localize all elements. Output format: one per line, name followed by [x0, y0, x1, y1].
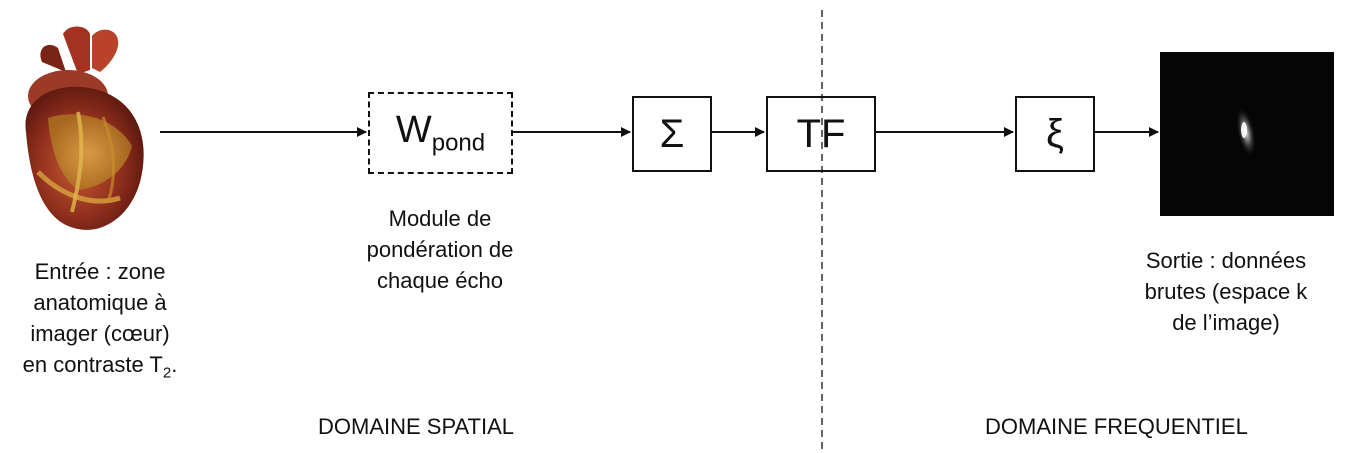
fourier-label: TF	[796, 111, 846, 156]
weighting-label: Wpond	[396, 109, 485, 158]
input-caption-line: imager (cœur)	[30, 321, 170, 346]
output-caption-line: brutes (espace k	[1144, 279, 1308, 304]
input-caption-line: Entrée : zone	[34, 259, 166, 284]
weighting-caption-line: Module de	[388, 206, 492, 231]
heart-icon	[8, 22, 158, 244]
input-caption-line: anatomique à	[33, 290, 167, 315]
output-caption-line: de l’image)	[1172, 310, 1280, 335]
fourier-transform-block: TF	[766, 96, 876, 172]
weighting-symbol: W	[395, 108, 432, 151]
input-caption-text: en contraste T	[22, 352, 163, 377]
weighting-caption-line: pondération de	[366, 237, 514, 262]
frequency-domain-label: DOMAINE FREQUENTIEL	[985, 414, 1248, 439]
weighting-caption-line: chaque écho	[377, 268, 503, 293]
input-caption-period: .	[171, 352, 178, 377]
spatial-domain-label: DOMAINE SPATIAL	[318, 414, 515, 439]
weighting-module: Wpond	[368, 92, 513, 174]
output-caption: Sortie : données brutes (espace k de l’i…	[1110, 245, 1342, 338]
sum-block: Σ	[632, 96, 712, 172]
output-caption-line: Sortie : données	[1145, 248, 1307, 273]
weighting-subscript: pond	[431, 129, 486, 157]
sum-label: Σ	[659, 111, 685, 156]
input-caption-subscript: 2	[162, 364, 172, 382]
weighting-caption: Module de pondération de chaque écho	[350, 203, 530, 296]
input-caption: Entrée : zone anatomique à imager (cœur)…	[2, 256, 198, 388]
xi-label: ξ	[1046, 111, 1064, 156]
input-caption-line: en contraste T2.	[2, 349, 198, 388]
xi-block: ξ	[1015, 96, 1095, 172]
kspace-image	[1160, 52, 1334, 216]
